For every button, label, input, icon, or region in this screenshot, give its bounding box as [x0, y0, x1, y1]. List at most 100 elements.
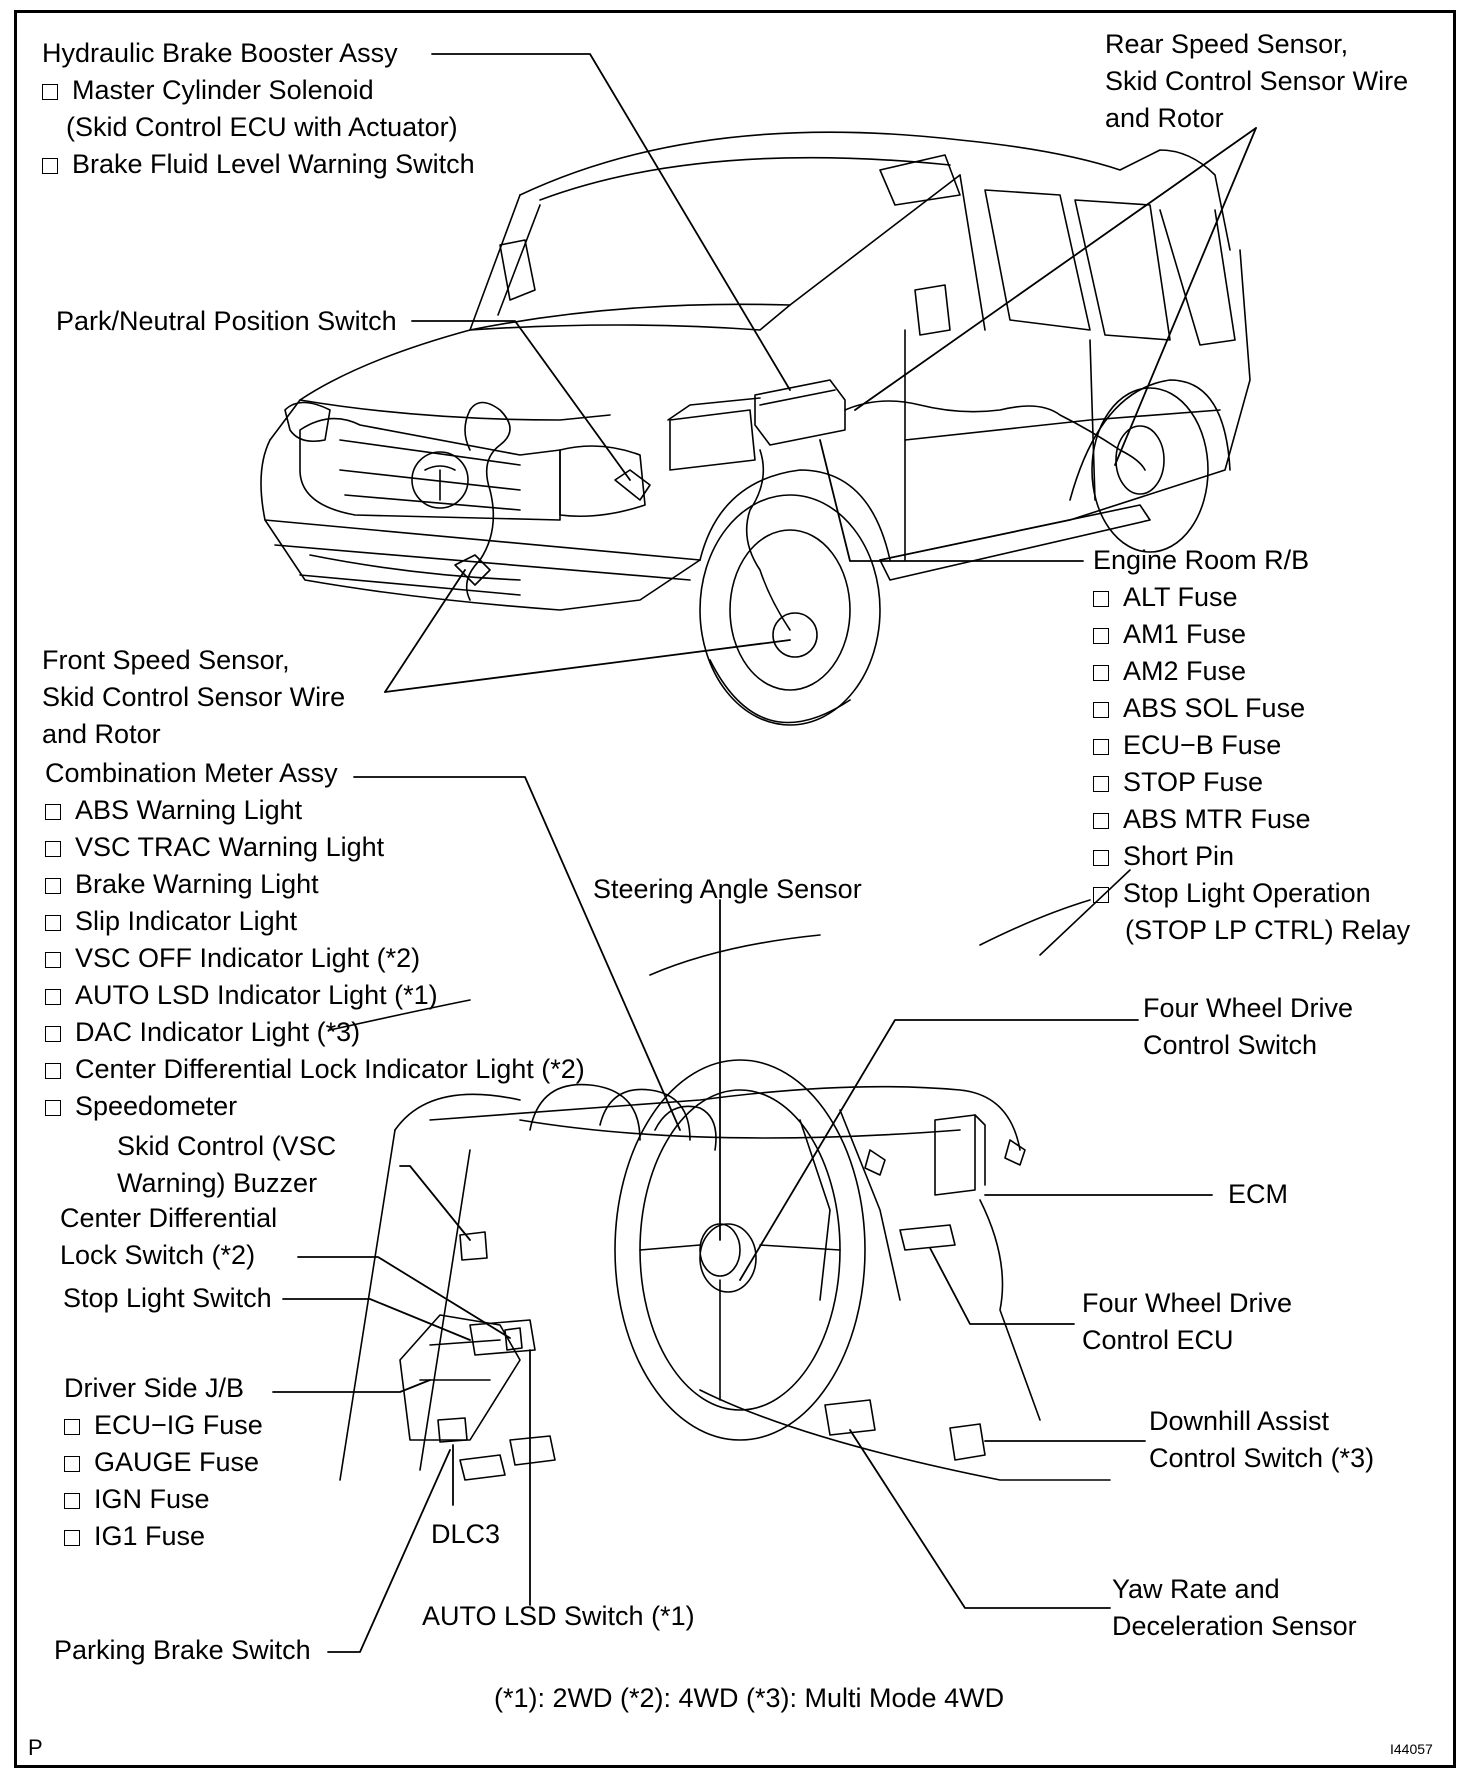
callout-line: Downhill Assist	[1149, 1406, 1330, 1436]
callout-title: Stop Light Switch	[63, 1283, 272, 1313]
callout-item: ABS SOL Fuse	[1093, 690, 1410, 727]
front-speed-sensor-callout: Front Speed Sensor, Skid Control Sensor …	[42, 642, 345, 753]
skid-control-buzzer-callout: Skid Control (VSC Warning) Buzzer	[117, 1128, 336, 1202]
four-wheel-drive-control-ecu-callout: Four Wheel Drive Control ECU	[1082, 1285, 1292, 1359]
callout-item-continuation: (Skid Control ECU with Actuator)	[66, 112, 458, 142]
callout-item: AUTO LSD Indicator Light (*1)	[45, 977, 585, 1014]
yaw-rate-sensor-callout: Yaw Rate and Deceleration Sensor	[1112, 1571, 1357, 1645]
callout-line: and Rotor	[1105, 103, 1224, 133]
callout-item: Brake Warning Light	[45, 866, 585, 903]
rear-speed-sensor-callout: Rear Speed Sensor, Skid Control Sensor W…	[1105, 26, 1408, 137]
callout-title: Parking Brake Switch	[54, 1635, 311, 1665]
auto-lsd-switch-callout: AUTO LSD Switch (*1)	[422, 1598, 695, 1635]
center-differential-lock-switch-callout: Center Differential Lock Switch (*2)	[60, 1200, 277, 1274]
callout-title: Park/Neutral Position Switch	[56, 306, 397, 336]
vehicle-body-outline	[260, 131, 1251, 726]
diagram-frame	[14, 10, 1456, 1768]
checkbox-square-icon	[45, 989, 61, 1005]
callout-item: Short Pin	[1093, 838, 1410, 875]
callout-line: Front Speed Sensor,	[42, 645, 290, 675]
checkbox-square-icon	[42, 84, 58, 100]
callout-item: STOP Fuse	[1093, 764, 1410, 801]
callout-line: Skid Control Sensor Wire	[42, 682, 346, 712]
callout-line: and Rotor	[42, 719, 161, 749]
callout-item: Slip Indicator Light	[45, 903, 585, 940]
callout-item: DAC Indicator Light (*3)	[45, 1014, 585, 1051]
corner-letter: P	[28, 1735, 43, 1760]
callout-title: DLC3	[431, 1519, 501, 1549]
callout-item: Center Differential Lock Indicator Light…	[45, 1051, 585, 1088]
checkbox-square-icon	[1093, 702, 1109, 718]
callout-line: Skid Control Sensor Wire	[1105, 66, 1409, 96]
checkbox-square-icon	[1093, 591, 1109, 607]
figure-id: I44057	[1390, 1741, 1433, 1757]
callout-item: VSC OFF Indicator Light (*2)	[45, 940, 585, 977]
callout-item: IG1 Fuse	[64, 1518, 263, 1555]
footnote: (*1): 2WD (*2): 4WD (*3): Multi Mode 4WD	[494, 1683, 1005, 1713]
leader-lines	[272, 53, 1257, 1653]
combination-meter-callout: Combination Meter Assy ABS Warning Light…	[45, 755, 585, 1125]
callout-title: ECM	[1228, 1179, 1288, 1209]
parking-brake-switch-callout: Parking Brake Switch	[54, 1632, 311, 1669]
callout-line: Four Wheel Drive	[1082, 1288, 1293, 1318]
checkbox-square-icon	[64, 1530, 80, 1546]
callout-line: Yaw Rate and	[1112, 1574, 1280, 1604]
callout-line: Four Wheel Drive	[1143, 993, 1354, 1023]
callout-title: AUTO LSD Switch (*1)	[422, 1601, 695, 1631]
ecm-callout: ECM	[1228, 1176, 1288, 1213]
callout-title: Steering Angle Sensor	[593, 874, 862, 904]
four-wheel-drive-control-switch-callout: Four Wheel Drive Control Switch	[1143, 990, 1353, 1064]
checkbox-square-icon	[42, 158, 58, 174]
checkbox-square-icon	[64, 1493, 80, 1509]
downhill-assist-control-switch-callout: Downhill Assist Control Switch (*3)	[1149, 1403, 1374, 1477]
callout-line: Control Switch (*3)	[1149, 1443, 1375, 1473]
callout-item-continuation: (STOP LP CTRL) Relay	[1125, 915, 1411, 945]
checkbox-square-icon	[64, 1419, 80, 1435]
checkbox-square-icon	[45, 952, 61, 968]
checkbox-square-icon	[45, 1100, 61, 1116]
checkbox-square-icon	[45, 1026, 61, 1042]
engine-room-rb-callout: Engine Room R/B ALT Fuse AM1 Fuse AM2 Fu…	[1093, 542, 1410, 949]
checkbox-square-icon	[1093, 739, 1109, 755]
callout-line: Deceleration Sensor	[1112, 1611, 1357, 1641]
callout-item: GAUGE Fuse	[64, 1444, 263, 1481]
checkbox-square-icon	[1093, 850, 1109, 866]
checkbox-square-icon	[1093, 665, 1109, 681]
steering-angle-sensor-callout: Steering Angle Sensor	[593, 871, 862, 908]
checkbox-square-icon	[1093, 813, 1109, 829]
stop-light-switch-callout: Stop Light Switch	[63, 1280, 272, 1317]
callout-item: AM1 Fuse	[1093, 616, 1410, 653]
callout-line: Rear Speed Sensor,	[1105, 29, 1349, 59]
checkbox-square-icon	[45, 1063, 61, 1079]
checkbox-square-icon	[45, 878, 61, 894]
callout-item: ALT Fuse	[1093, 579, 1410, 616]
callout-item: ABS MTR Fuse	[1093, 801, 1410, 838]
park-neutral-position-switch-callout: Park/Neutral Position Switch	[56, 303, 397, 340]
callout-line: Skid Control (VSC	[117, 1131, 337, 1161]
callout-item: Stop Light Operation	[1093, 875, 1410, 912]
callout-title: Engine Room R/B	[1093, 545, 1310, 575]
checkbox-square-icon	[1093, 776, 1109, 792]
checkbox-square-icon	[45, 841, 61, 857]
callout-line: Warning) Buzzer	[117, 1168, 318, 1198]
callout-item: IGN Fuse	[64, 1481, 263, 1518]
callout-item: AM2 Fuse	[1093, 653, 1410, 690]
callout-item: ECU−IG Fuse	[64, 1407, 263, 1444]
callout-line: Center Differential	[60, 1203, 278, 1233]
callout-item: VSC TRAC Warning Light	[45, 829, 585, 866]
checkbox-square-icon	[64, 1456, 80, 1472]
callout-line: Control ECU	[1082, 1325, 1234, 1355]
callout-line: Control Switch	[1143, 1030, 1318, 1060]
hydraulic-brake-booster-callout: Hydraulic Brake Booster Assy Master Cyli…	[42, 35, 475, 183]
checkbox-square-icon	[1093, 887, 1109, 903]
checkbox-square-icon	[45, 804, 61, 820]
callout-line: Lock Switch (*2)	[60, 1240, 256, 1270]
callout-item: ABS Warning Light	[45, 792, 585, 829]
checkbox-square-icon	[1093, 628, 1109, 644]
callout-title: Hydraulic Brake Booster Assy	[42, 38, 398, 68]
driver-side-jb-callout: Driver Side J/B ECU−IG Fuse GAUGE Fuse I…	[64, 1370, 263, 1555]
callout-item: Brake Fluid Level Warning Switch	[42, 146, 475, 183]
callout-item: Speedometer	[45, 1088, 585, 1125]
callout-title: Combination Meter Assy	[45, 758, 338, 788]
